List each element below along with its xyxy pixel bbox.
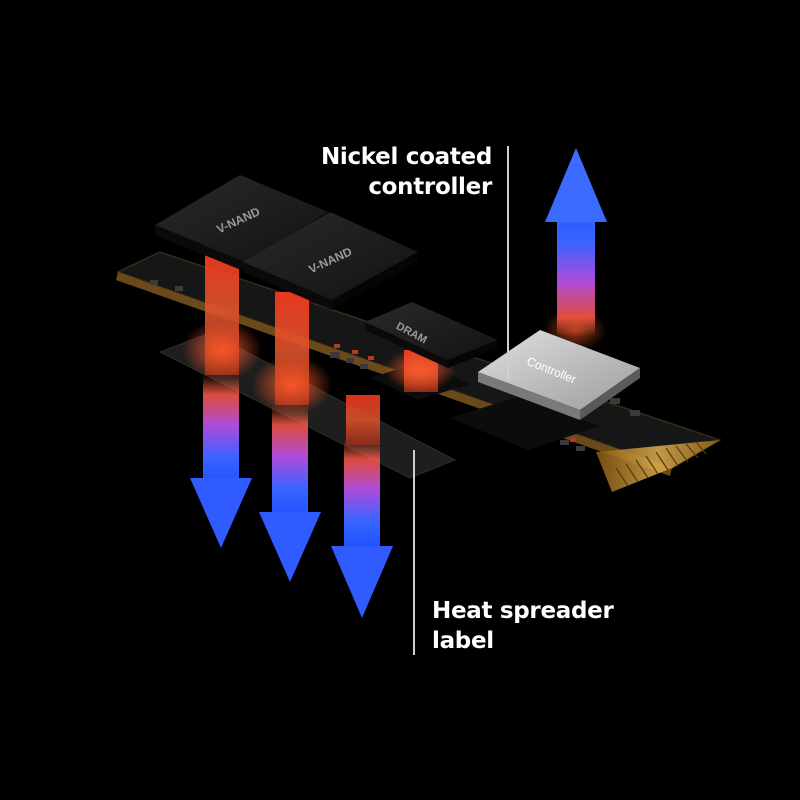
controller-chip: Controller (478, 330, 640, 420)
nickel-callout-leader-line (507, 146, 509, 380)
up-arrow (543, 148, 607, 352)
nickel-callout-line-1: Nickel coated (320, 144, 492, 170)
nickel-callout-line-2: controller (368, 174, 492, 200)
heat-glow-nand-1 (182, 245, 262, 380)
down-arrow-2 (259, 405, 321, 582)
heat-glow-spreader-3 (346, 395, 380, 445)
dram-chip: DRAM (365, 302, 498, 368)
heat-callout-line-2: label (432, 628, 494, 654)
nand-chip-2: V-NAND (243, 212, 418, 310)
down-arrow-3 (331, 440, 393, 618)
heat-spreader-callout-leader-line (413, 450, 415, 655)
gold-contacts (596, 440, 720, 492)
heat-spreader-label-callout: Heat spreader label (432, 596, 614, 656)
down-arrow-1 (190, 375, 252, 548)
heat-callout-line-1: Heat spreader (432, 598, 614, 624)
nickel-coated-controller-callout: Nickel coated controller (321, 142, 492, 202)
heat-glow-nand-2 (252, 292, 332, 415)
